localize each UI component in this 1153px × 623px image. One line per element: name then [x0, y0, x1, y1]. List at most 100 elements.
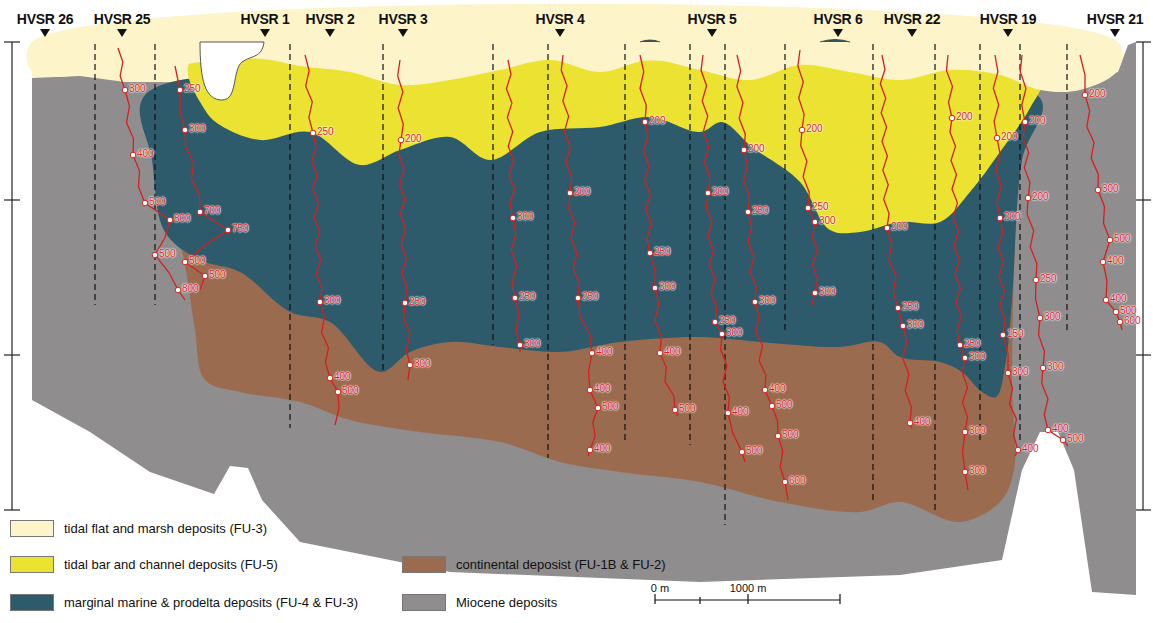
miocene-layer [32, 42, 1136, 595]
velocity-value: 300 [907, 320, 924, 330]
velocity-point [672, 407, 678, 413]
velocity-point [907, 420, 913, 426]
velocity-profile [118, 48, 185, 300]
axis-tick [4, 41, 20, 42]
velocity-point [310, 130, 316, 136]
velocity-value: 250 [719, 316, 736, 326]
velocity-value: 400 [769, 384, 786, 394]
dashed-line [1019, 44, 1020, 440]
velocity-point [799, 127, 805, 133]
legend-text: continental deposist (FU-1B & FU-2) [456, 558, 666, 571]
axis-tick [1136, 509, 1151, 510]
scale-label: 1000 m [730, 583, 767, 594]
velocity-value: 500 [776, 400, 793, 410]
velocity-value: 500 [209, 270, 226, 280]
velocity-point [1040, 365, 1046, 371]
station-label: HVSR 6 [814, 12, 863, 26]
velocity-value: 800 [182, 284, 199, 294]
velocity-value: 300 [129, 84, 146, 94]
station-label: HVSR 19 [980, 12, 1036, 26]
depth-axis [1142, 42, 1143, 510]
velocity-value: 400 [732, 407, 749, 417]
velocity-value: 200 [806, 124, 823, 134]
velocity-value: 600 [1124, 316, 1141, 326]
velocity-point [957, 342, 963, 348]
velocity-point [647, 250, 653, 256]
velocity-value: 250 [964, 339, 981, 349]
velocity-point [567, 190, 573, 196]
legend-swatch [10, 556, 54, 573]
velocity-point [335, 389, 341, 395]
legend-text: Miocene deposits [456, 596, 557, 609]
legend-text: tidal bar and channel deposits (FU-5) [64, 558, 278, 571]
velocity-point [900, 323, 906, 329]
velocity-point [1100, 259, 1106, 265]
velocity-point [745, 209, 751, 215]
velocity-value: 400 [334, 372, 351, 382]
station-marker [117, 29, 127, 37]
velocity-point [587, 447, 593, 453]
velocity-value: 400 [137, 149, 154, 159]
scale-tick [839, 594, 840, 604]
velocity-point [1000, 332, 1006, 338]
velocity-point [327, 375, 333, 381]
velocity-point [962, 355, 968, 361]
velocity-profile [398, 60, 410, 380]
velocity-point [805, 205, 811, 211]
velocity-point [589, 350, 595, 356]
velocity-profile [305, 55, 339, 425]
velocity-value: 500 [1067, 434, 1084, 444]
dashed-line [289, 44, 290, 428]
velocity-point [1060, 437, 1066, 443]
legend-swatch [402, 556, 446, 573]
velocity-value: 250 [184, 84, 201, 94]
dashed-line [94, 44, 95, 305]
scale-tick [699, 597, 700, 604]
velocity-point [812, 219, 818, 225]
velocity-value: 500 [746, 446, 763, 456]
axis-tick [4, 199, 20, 200]
velocity-point [202, 273, 208, 279]
velocity-value: 400 [664, 347, 681, 357]
velocity-value: 300 [189, 124, 206, 134]
velocity-point [575, 295, 581, 301]
velocity-point [962, 469, 968, 475]
dashed-line [1066, 44, 1067, 330]
velocity-point [962, 429, 968, 435]
dashed-line [724, 44, 725, 525]
velocity-point [812, 290, 818, 296]
dashed-line [382, 44, 383, 372]
scale-label: 0 m [651, 583, 669, 594]
station-label: HVSR 25 [94, 12, 150, 26]
velocity-value: 200 [574, 187, 591, 197]
station-marker [325, 29, 335, 37]
velocity-value: 200 [891, 222, 908, 232]
velocity-point [762, 387, 768, 393]
velocity-point [182, 127, 188, 133]
velocity-value: 250 [654, 247, 671, 257]
velocity-point [739, 449, 745, 455]
velocity-profile [1080, 55, 1122, 330]
velocity-point [994, 135, 1000, 141]
legend-swatch [402, 594, 446, 611]
velocity-point [317, 299, 323, 305]
velocity-value: 250 [582, 292, 599, 302]
velocity-point [782, 479, 788, 485]
velocity-value: 200 [1029, 116, 1046, 126]
legend-text: marginal marine & prodelta deposits (FU-… [64, 596, 358, 609]
velocity-point [752, 299, 758, 305]
velocity-value: 300 [1047, 362, 1064, 372]
station-marker [707, 29, 717, 37]
velocity-point [712, 319, 718, 325]
velocity-point [225, 227, 231, 233]
velocity-profile [737, 55, 788, 500]
velocity-value: 250 [902, 302, 919, 312]
velocity-value: 500 [342, 386, 359, 396]
velocity-profile [175, 66, 228, 290]
station-label: HVSR 21 [1087, 12, 1143, 26]
velocity-value: 250 [317, 127, 334, 137]
velocity-value: 300 [819, 216, 836, 226]
velocity-point [175, 287, 181, 293]
velocity-point [1025, 195, 1031, 201]
